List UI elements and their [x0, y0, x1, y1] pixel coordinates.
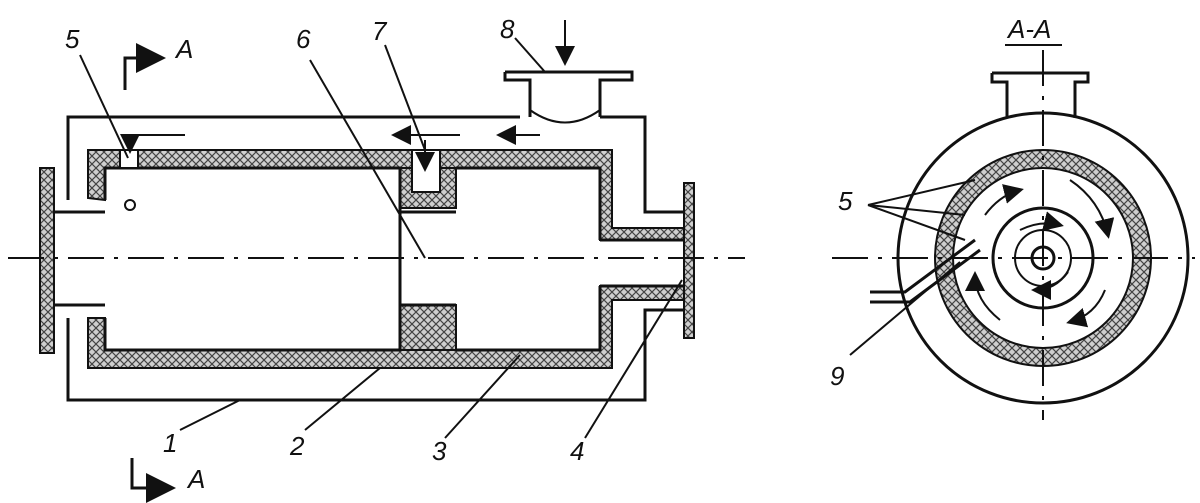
swirl-arrow-3 [1066, 289, 1106, 328]
swirl-arrow-2 [1069, 179, 1115, 239]
leader-5-section-b [867, 204, 966, 216]
leader-3 [444, 354, 521, 439]
flow-arrow-4 [120, 134, 185, 154]
opening-5 [119, 149, 139, 169]
outer-casing-bottom [66, 308, 688, 402]
leader-1 [179, 399, 241, 431]
inlet-nozzle-bottom-curve [529, 109, 601, 124]
swirl-arrow-5 [1019, 211, 1064, 231]
label-5-section: 5 [838, 186, 853, 216]
label-8: 8 [500, 14, 515, 44]
inlet-nozzle [503, 70, 634, 117]
section-mark-bottom-label: A [186, 464, 205, 494]
insulation-layer-bottom [87, 285, 689, 369]
label-2: 2 [289, 431, 305, 461]
section-nozzle [990, 71, 1090, 118]
leader-5 [79, 54, 129, 159]
label-9: 9 [830, 361, 844, 391]
section-mark-top [123, 43, 166, 90]
label-7: 7 [372, 16, 388, 46]
swirl-arrow-1 [984, 184, 1024, 216]
swirl-arrow-6 [1031, 271, 1069, 300]
leader-5-section-c [867, 204, 966, 241]
section-mark-bottom [130, 458, 176, 503]
label-5: 5 [65, 24, 80, 54]
label-3: 3 [432, 436, 447, 466]
gas-duct [50, 210, 688, 307]
leader-4 [584, 279, 683, 439]
label-6: 6 [296, 24, 311, 54]
right-flange [683, 182, 695, 339]
leader-9 [849, 261, 961, 356]
section-title: A-A [1006, 14, 1051, 44]
outer-casing [66, 115, 688, 214]
section-mark-top-label: A [174, 34, 193, 64]
partition-bottom [399, 304, 457, 351]
small-hole [124, 199, 136, 211]
longitudinal-view: A A 5 6 7 8 1 2 3 4 [8, 14, 745, 503]
leader-8 [514, 37, 546, 73]
tangential-pipe [870, 238, 981, 304]
leader-2 [304, 367, 381, 431]
cross-section-view: A-A 5 9 [830, 14, 1195, 420]
leader-7 [384, 44, 426, 151]
label-1: 1 [163, 428, 177, 458]
leader-5-section-a [867, 179, 976, 206]
swirl-arrow-4 [965, 271, 1001, 321]
chamber-right [456, 166, 602, 352]
left-flange [39, 167, 55, 354]
label-4: 4 [570, 436, 584, 466]
leader-6 [309, 59, 426, 259]
